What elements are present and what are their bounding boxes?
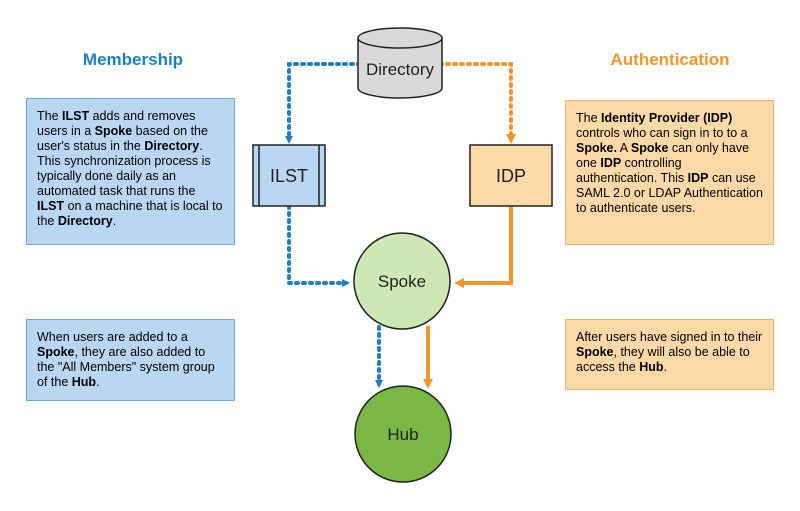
- idp-label: IDP: [496, 166, 526, 186]
- note-text: , they will also be able to access the: [576, 345, 750, 374]
- note-text: .: [663, 360, 668, 374]
- note-text: , they are also added to the "All Member…: [37, 345, 215, 389]
- directory-label: Directory: [366, 60, 435, 79]
- spoke-circle: [353, 232, 451, 330]
- note-text: on a machine that is local to the: [37, 199, 223, 228]
- note-bold-text: Directory: [57, 214, 113, 228]
- spoke-node: Spoke: [353, 232, 451, 330]
- members-description-note: When users are added to a Spoke, they ar…: [26, 319, 235, 401]
- hub-node: Hub: [354, 385, 452, 483]
- directory-cylinder-body: [357, 38, 443, 99]
- hub-label: Hub: [387, 425, 418, 444]
- idp-description-note: The Identity Provider (IDP) controls who…: [565, 100, 774, 245]
- note-bold-text: Spoke: [94, 124, 133, 138]
- note-text: based on the user's status in the: [37, 124, 208, 153]
- connector-ilst-spoke: [287, 204, 350, 287]
- note-bold-text: ILST: [62, 109, 90, 123]
- connector-idp-spoke: [454, 206, 513, 288]
- membership-heading: Membership: [82, 50, 184, 69]
- note-text: can use SAML 2.0 or LDAP Authentication …: [576, 171, 763, 215]
- directory-node: Directory: [357, 27, 443, 99]
- note-bold-text: Hub: [71, 375, 97, 389]
- ilst-label: ILST: [270, 166, 308, 186]
- note-bold-text: Spoke: [37, 345, 75, 359]
- hub-circle: [354, 385, 452, 483]
- note-text: can only have one: [576, 141, 750, 170]
- note-text: . This synchronization process is typica…: [37, 139, 211, 198]
- note-bold-text: Spoke: [576, 345, 614, 359]
- spoke-label: Spoke: [378, 272, 426, 291]
- note-text: controls who can sign in to to a: [576, 126, 748, 140]
- connector-directory-idp: [438, 62, 516, 144]
- note-text: controlling authentication. This: [576, 156, 688, 185]
- idp-node: IDP: [469, 144, 553, 207]
- note-bold-text: Spoke: [630, 141, 669, 155]
- note-bold-text: IDP: [600, 156, 622, 170]
- hub-access-note: After users have signed in to their Spok…: [565, 319, 774, 390]
- note-text: A: [617, 141, 631, 155]
- note-bold-text: ILST: [37, 199, 65, 213]
- note-text: The: [576, 111, 602, 125]
- note-bold-text: Identity Provider (IDP): [601, 111, 733, 125]
- idp-box: [469, 144, 553, 207]
- note-bold-text: Directory: [144, 139, 200, 153]
- ilst-node: ILST: [252, 144, 326, 207]
- connector-directory-ilst: [285, 62, 362, 144]
- note-text: adds and removes users in a: [37, 109, 196, 138]
- directory-cylinder-top: [357, 27, 443, 49]
- ilst-description-note: The ILST adds and removes users in a Spo…: [26, 98, 235, 245]
- note-bold-text: Hub: [639, 360, 664, 374]
- note-text: .: [96, 375, 100, 389]
- note-bold-text: Spoke.: [576, 141, 617, 155]
- note-text: .: [112, 214, 117, 228]
- note-text: When users are added to a: [37, 330, 188, 344]
- ilst-box: [252, 144, 326, 207]
- note-text: The: [37, 109, 63, 123]
- note-text: After users have signed in to their: [576, 330, 763, 344]
- note-bold-text: IDP: [687, 171, 709, 185]
- authentication-heading: Authentication: [610, 50, 730, 69]
